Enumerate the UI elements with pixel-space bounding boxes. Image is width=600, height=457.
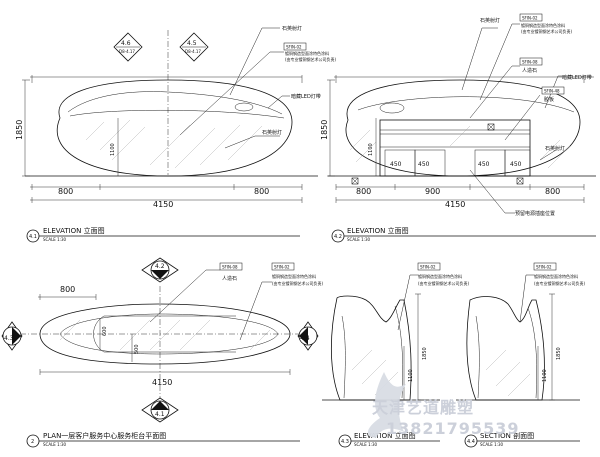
note-spec-1: SFIN-02 bbox=[522, 16, 538, 21]
svg-text:2: 2 bbox=[31, 439, 34, 445]
view-title-section: SECTION 剖面图 bbox=[480, 431, 534, 440]
svg-text:900: 900 bbox=[425, 187, 440, 196]
section-marker-4-4: 4.4 bbox=[297, 321, 319, 351]
svg-text:1100: 1100 bbox=[408, 369, 414, 382]
svg-text:450: 450 bbox=[418, 161, 430, 168]
svg-text:SFIN-02: SFIN-02 bbox=[420, 265, 436, 270]
svg-text:(由专业镀铜钢艺术公司负责): (由专业镀铜钢艺术公司负责) bbox=[418, 280, 470, 286]
watermark-name: 天津艺道雕塑 bbox=[372, 398, 474, 417]
svg-text:SCALE 1:30: SCALE 1:30 bbox=[43, 237, 67, 242]
svg-text:(由专业镀铜钢艺术公司负责): (由专业镀铜钢艺术公司负责) bbox=[534, 280, 586, 286]
svg-text:镀铜钢造型面涂特色涂料: 镀铜钢造型面涂特色涂料 bbox=[418, 273, 462, 279]
dim-right: 800 bbox=[254, 187, 269, 196]
svg-text:450: 450 bbox=[478, 161, 490, 168]
note-spec-2: SFIN-08 bbox=[522, 60, 538, 65]
counter-outline-rear bbox=[345, 79, 581, 177]
svg-text:SCALE 1:30: SCALE 1:30 bbox=[480, 442, 504, 447]
svg-text:4.5: 4.5 bbox=[187, 40, 197, 47]
svg-text:镀铜钢造型面涂特色涂料: 镀铜钢造型面涂特色涂料 bbox=[521, 22, 565, 28]
section-marker-4-2: 4.2 bbox=[141, 257, 179, 283]
counter-side-outline bbox=[330, 295, 412, 401]
note-socket: 预留电源插座位置 bbox=[515, 210, 555, 217]
section-marker-4-6: 4.6 D8-4.17 bbox=[113, 32, 143, 62]
view-title-4-2: ELEVATION 立面图 bbox=[347, 226, 409, 235]
section-marker-4-5: 4.5 D8-4.17 bbox=[179, 32, 209, 62]
svg-text:4.1: 4.1 bbox=[29, 234, 37, 240]
svg-text:4.3: 4.3 bbox=[4, 335, 14, 342]
counter-section-outline bbox=[466, 296, 545, 401]
svg-text:4.1: 4.1 bbox=[155, 411, 165, 418]
svg-text:D8-4.17: D8-4.17 bbox=[185, 49, 201, 54]
svg-text:450: 450 bbox=[390, 161, 402, 168]
note-stone: 人造石 bbox=[522, 67, 537, 74]
section-marker-4-3: 4.3 bbox=[1, 321, 23, 351]
svg-text:1850: 1850 bbox=[556, 347, 562, 360]
svg-text:500: 500 bbox=[134, 344, 140, 354]
svg-text:800: 800 bbox=[356, 187, 371, 196]
note-spec-3: SFIN-48 bbox=[544, 89, 560, 94]
svg-text:450: 450 bbox=[510, 161, 522, 168]
svg-text:800: 800 bbox=[60, 285, 75, 294]
note-lamp: 石英射灯 bbox=[282, 25, 302, 32]
svg-text:4.2: 4.2 bbox=[334, 234, 342, 240]
note-led: 暗藏LED灯带 bbox=[562, 74, 592, 81]
plan-view: 800 600 500 4150 4.2 bbox=[1, 257, 324, 448]
dim-inner: 1100 bbox=[110, 143, 116, 156]
watermark-phone: 13821795539 bbox=[386, 419, 519, 438]
dim-left: 800 bbox=[58, 187, 73, 196]
svg-text:800: 800 bbox=[545, 187, 560, 196]
section-marker-4-1: 4.1 bbox=[141, 397, 179, 423]
note-spec: SFIN-02 bbox=[286, 45, 302, 50]
counter-outline bbox=[56, 79, 293, 177]
svg-text:600: 600 bbox=[102, 326, 108, 336]
note-board: 胶板 bbox=[544, 96, 554, 103]
svg-text:SFIN-02: SFIN-02 bbox=[536, 265, 552, 270]
svg-text:1850: 1850 bbox=[422, 347, 428, 360]
view-title-4-3: ELEVATION 立面图 bbox=[354, 431, 416, 440]
dim-height: 1850 bbox=[15, 120, 24, 140]
view-title-plan: PLAN一层客户服务中心服务柜台平面图 bbox=[43, 431, 166, 440]
svg-text:4.4: 4.4 bbox=[467, 439, 475, 445]
svg-text:SCALE 1:30: SCALE 1:30 bbox=[347, 237, 371, 242]
note-paint1: 镀铜钢造型面涂特色涂料 bbox=[285, 50, 329, 56]
svg-text:镀铜钢造型面涂特色涂料: 镀铜钢造型面涂特色涂料 bbox=[272, 273, 316, 279]
svg-text:SFIN-02: SFIN-02 bbox=[274, 265, 290, 270]
note-lamp-2: 石英射灯 bbox=[262, 129, 282, 136]
svg-text:(由专业镀铜钢艺术公司负责): (由专业镀铜钢艺术公司负责) bbox=[272, 280, 324, 286]
svg-text:D8-4.17: D8-4.17 bbox=[119, 49, 135, 54]
svg-text:1100: 1100 bbox=[542, 369, 548, 382]
svg-text:人造石: 人造石 bbox=[222, 275, 237, 282]
svg-text:1850: 1850 bbox=[320, 120, 329, 140]
svg-text:SCALE 1:30: SCALE 1:30 bbox=[354, 442, 378, 447]
elevation-4-2: 450 450 450 450 1100 1850 800 900 800 41… bbox=[320, 13, 596, 243]
svg-text:1100: 1100 bbox=[368, 143, 374, 156]
svg-text:镀铜钢造型面涂特色涂料: 镀铜钢造型面涂特色涂料 bbox=[534, 273, 578, 279]
section-4-4: 1850 1100 SFIN-02 镀铜钢造型面涂特色涂料 (由专业镀铜钢艺术公… bbox=[456, 262, 586, 448]
watermark: 天津艺道雕塑 13821795539 bbox=[367, 372, 519, 438]
note-led: 暗藏LED灯带 bbox=[291, 93, 321, 100]
svg-text:4150: 4150 bbox=[445, 200, 465, 209]
note-paint2: (由专业镀铜钢艺术公司负责) bbox=[285, 56, 337, 62]
svg-text:4.3: 4.3 bbox=[341, 439, 349, 445]
svg-text:4150: 4150 bbox=[152, 378, 172, 387]
elevation-4-1: 1100 1850 800 800 4150 4.6 D8-4.17 4.5 bbox=[15, 25, 337, 243]
svg-text:4.6: 4.6 bbox=[121, 40, 131, 47]
svg-text:4.2: 4.2 bbox=[155, 263, 165, 270]
view-title-4-1: ELEVATION 立面图 bbox=[43, 226, 105, 235]
dim-total: 4150 bbox=[153, 200, 173, 209]
svg-text:SCALE 1:30: SCALE 1:30 bbox=[43, 442, 67, 447]
svg-text:4.4: 4.4 bbox=[300, 335, 310, 342]
note-lamp-2: 石英射灯 bbox=[545, 145, 565, 152]
svg-text:SFIN-08: SFIN-08 bbox=[222, 265, 238, 270]
note-lamp: 石英射灯 bbox=[480, 17, 500, 24]
svg-text:(由专业镀铜钢艺术公司负责): (由专业镀铜钢艺术公司负责) bbox=[521, 28, 573, 34]
